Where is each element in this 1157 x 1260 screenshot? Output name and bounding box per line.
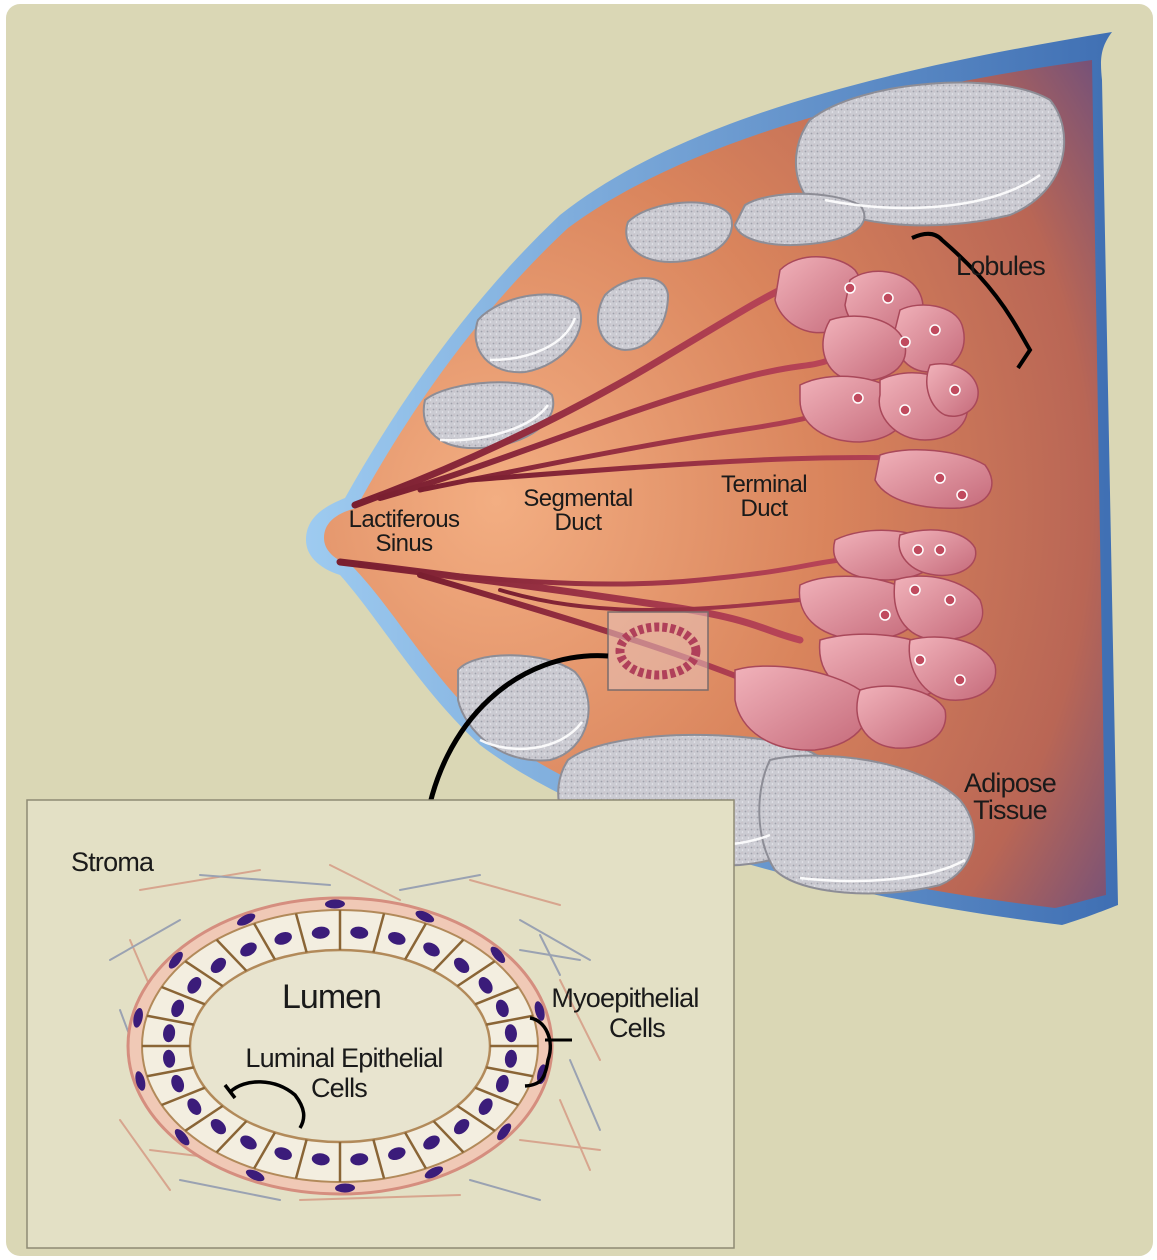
- label-line: Duct: [507, 511, 649, 535]
- label-line: Luminal Epithelial: [219, 1045, 469, 1072]
- label-line: Cells: [554, 1015, 720, 1042]
- label-line: Terminal: [703, 473, 825, 497]
- label-lactiferous-sinus: Lactiferous Sinus: [333, 508, 475, 556]
- label-segmental-duct: Segmental Duct: [507, 487, 649, 535]
- label-lumen: Lumen: [282, 980, 381, 1014]
- label-lobules: Lobules: [956, 253, 1045, 280]
- label-stroma: Stroma: [71, 849, 153, 876]
- label-line: Adipose: [946, 770, 1074, 797]
- label-line: Cells: [209, 1075, 469, 1102]
- fat-lobe: [735, 194, 864, 245]
- label-line: Myoepithelial: [530, 985, 720, 1012]
- label-adipose-tissue: Adipose Tissue: [946, 770, 1074, 824]
- label-line: Sinus: [333, 532, 475, 556]
- label-line: Tissue: [946, 797, 1074, 824]
- label-line: Duct: [703, 497, 825, 521]
- label-line: Segmental: [507, 487, 649, 511]
- label-luminal-epithelial-cells: Luminal Epithelial Cells: [219, 1045, 469, 1102]
- label-line: Lactiferous: [333, 508, 475, 532]
- label-terminal-duct: Terminal Duct: [703, 473, 825, 521]
- label-myoepithelial-cells: Myoepithelial Cells: [530, 985, 720, 1042]
